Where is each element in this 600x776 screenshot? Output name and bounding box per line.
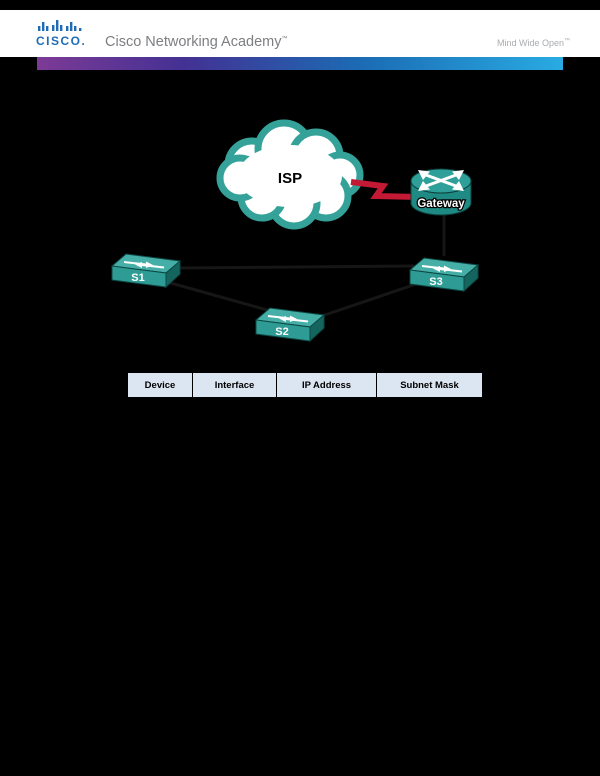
header-gradient-bar bbox=[37, 57, 563, 70]
serial-link-bolt bbox=[350, 179, 420, 200]
link-s1-s3 bbox=[177, 264, 415, 270]
tagline-trademark: ™ bbox=[564, 38, 570, 44]
col-header-ip-address: IP Address bbox=[276, 372, 377, 398]
top-black-strip bbox=[0, 0, 600, 10]
page-header: CISCO. Cisco Networking Academy™ Mind Wi… bbox=[0, 10, 600, 57]
link-s2-s3 bbox=[315, 278, 429, 320]
tagline-text: Mind Wide Open™ bbox=[496, 38, 570, 48]
ethernet-links bbox=[159, 214, 446, 320]
addressing-table: Device Interface IP Address Subnet Mask bbox=[127, 372, 483, 398]
col-header-interface: Interface bbox=[192, 372, 277, 398]
switch-s2: S2 bbox=[254, 307, 326, 343]
cisco-brand-text: CISCO. bbox=[36, 34, 87, 48]
col-header-subnet-mask: Subnet Mask bbox=[376, 372, 483, 398]
switch-s1-label: S1 bbox=[131, 272, 144, 284]
academy-title: Cisco Networking Academy™ bbox=[105, 34, 288, 50]
network-topology-diagram: ISP Gateway bbox=[110, 119, 480, 343]
router-label: Gateway bbox=[417, 198, 465, 210]
switch-arrows-icon bbox=[421, 265, 463, 273]
switch-arrows-icon bbox=[123, 261, 165, 269]
switch-s1: S1 bbox=[110, 253, 182, 289]
switch-arrows-icon bbox=[267, 315, 309, 323]
cloud-label: ISP bbox=[278, 170, 302, 187]
gateway-router: Gateway bbox=[410, 168, 472, 216]
cisco-bars-icon bbox=[38, 20, 82, 31]
link-s1-s2 bbox=[159, 278, 279, 315]
switch-s2-label: S2 bbox=[275, 326, 288, 338]
academy-trademark: ™ bbox=[281, 36, 288, 43]
isp-cloud: ISP bbox=[216, 119, 364, 230]
switch-s3: S3 bbox=[408, 257, 480, 293]
cisco-logo: CISCO. bbox=[36, 18, 96, 54]
col-header-device: Device bbox=[127, 372, 193, 398]
switch-s3-label: S3 bbox=[429, 276, 442, 288]
router-arrows-icon bbox=[418, 170, 464, 191]
addressing-table-header-row: Device Interface IP Address Subnet Mask bbox=[127, 372, 483, 398]
